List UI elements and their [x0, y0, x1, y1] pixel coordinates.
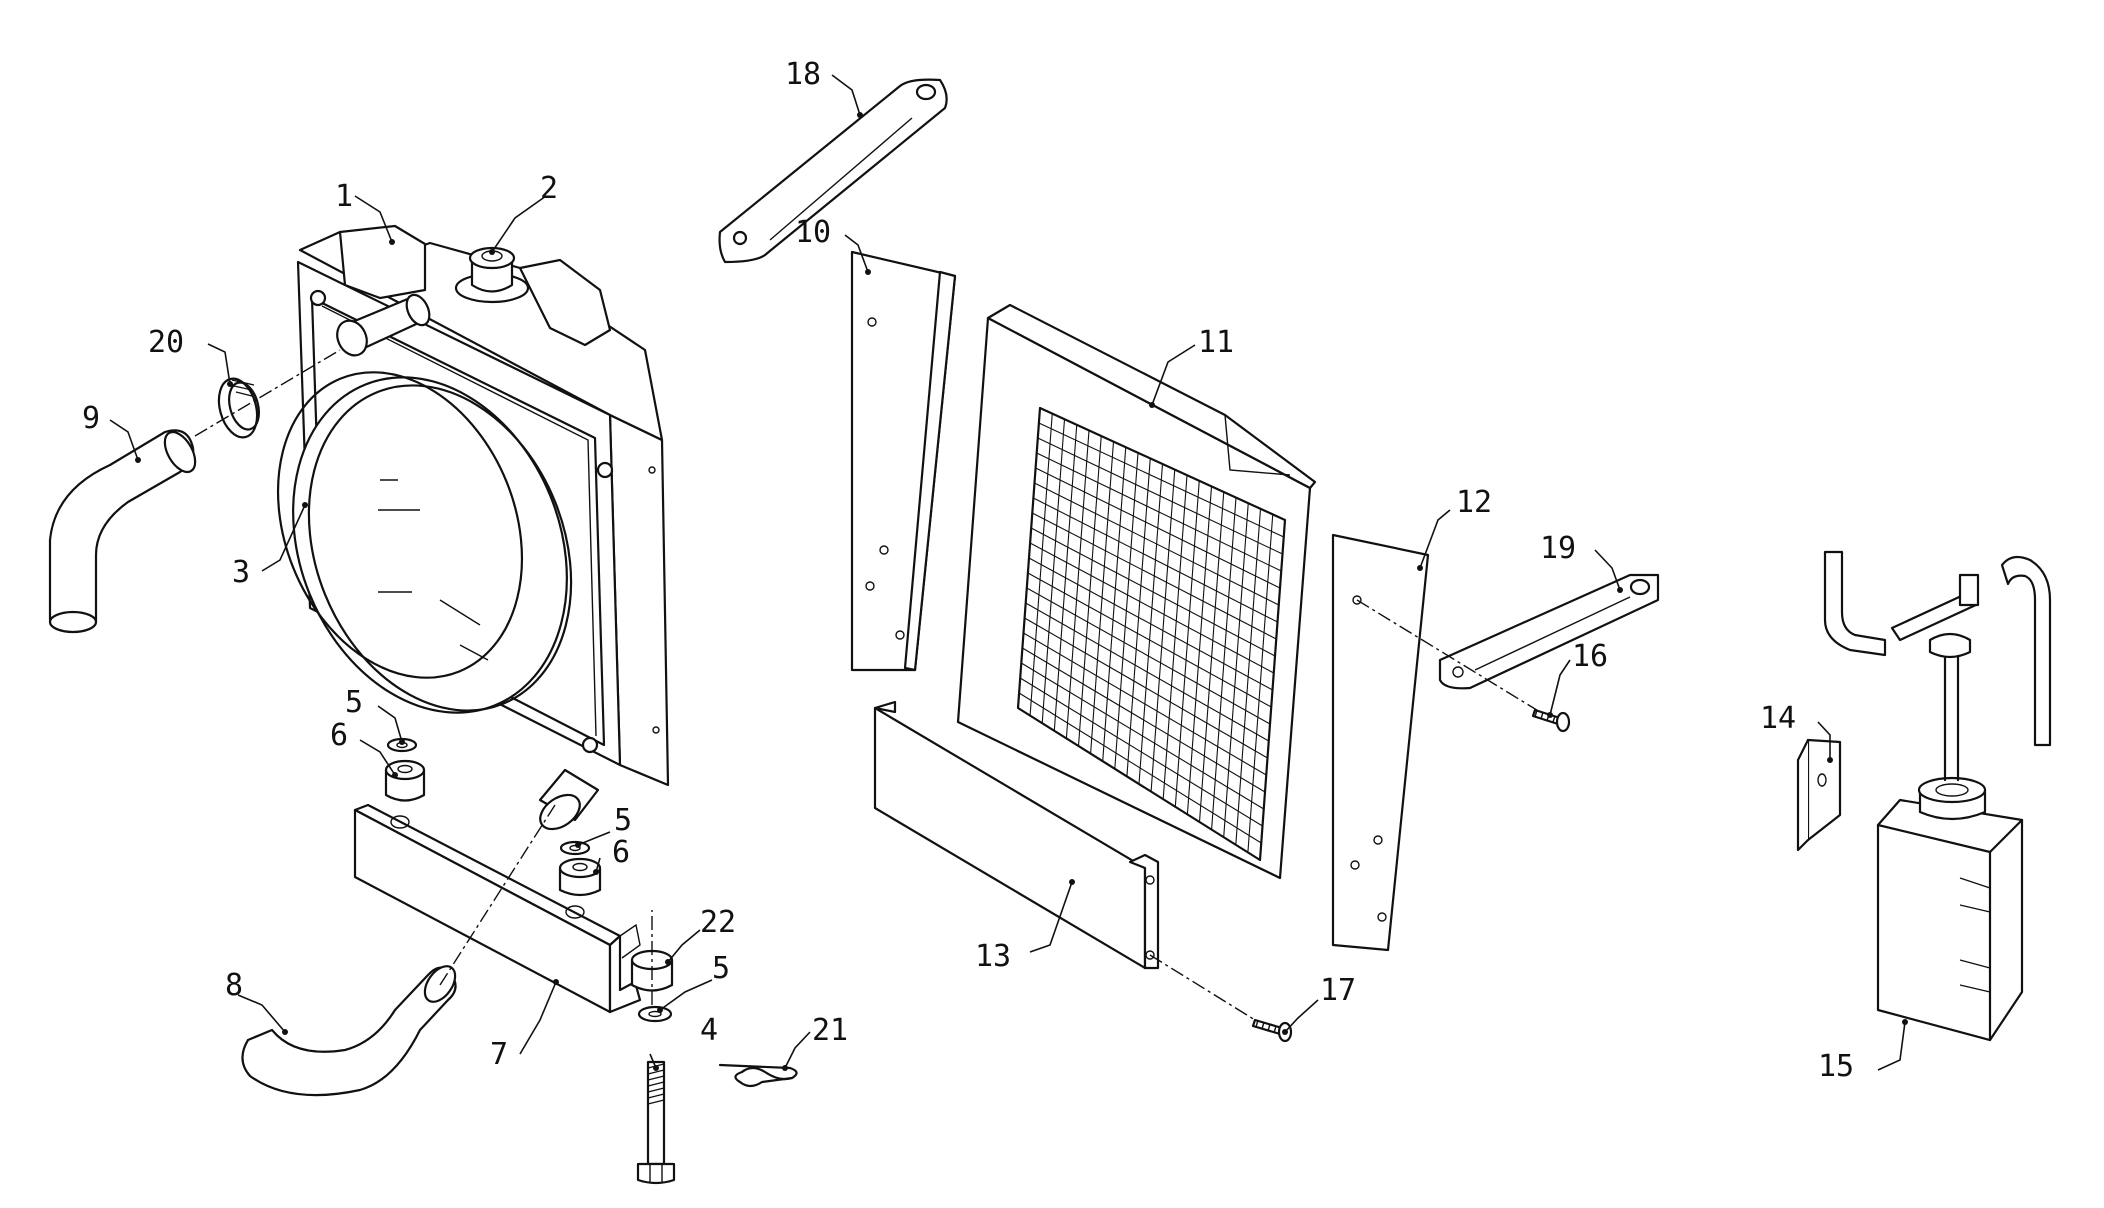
mesh-line: [1235, 508, 1262, 845]
mesh-line: [1019, 677, 1263, 827]
mesh-line: [1018, 692, 1262, 844]
screw-lower: [1251, 1018, 1293, 1043]
callout-13: 13: [975, 939, 1011, 974]
callout-11: 11: [1198, 325, 1234, 360]
mount-bracket: [353, 803, 642, 1014]
mesh-line: [1028, 557, 1273, 691]
lower-hose: [241, 965, 457, 1097]
callout-8: 8: [225, 968, 243, 1003]
right-side-panel: [1331, 533, 1430, 952]
callout-5-lower: 5: [712, 951, 730, 986]
upper-hose: [48, 429, 197, 634]
mesh-line: [1025, 602, 1270, 742]
bolt: [636, 1060, 676, 1185]
callout-17: 17: [1320, 973, 1356, 1008]
mesh-line: [1174, 480, 1200, 807]
centerlines: [194, 349, 1541, 1021]
mesh-line: [1150, 469, 1176, 792]
bottom-panel: [873, 700, 1160, 970]
callout-12: 12: [1456, 485, 1492, 520]
overflow-hose: [1823, 550, 2052, 747]
left-side-panel: [850, 250, 957, 672]
mesh-line: [1023, 632, 1267, 776]
spacer-upper: [384, 759, 426, 802]
callout-leaders: [109, 74, 1908, 1071]
mesh-line: [1024, 617, 1268, 759]
callout-15: 15: [1818, 1049, 1854, 1084]
callout-6-middle: 6: [612, 835, 630, 870]
callout-3: 3: [232, 555, 250, 590]
hairpin-clip: [718, 1063, 798, 1088]
fan-shroud: [276, 371, 573, 714]
callout-14: 14: [1760, 701, 1796, 736]
mesh-line: [1021, 662, 1265, 810]
spacer-middle: [558, 857, 602, 897]
callout-18: 18: [785, 57, 821, 92]
radiator-cap: [454, 246, 530, 304]
mesh-line: [1247, 514, 1274, 853]
lower-strap: [1438, 573, 1660, 690]
callout-10: 10: [795, 215, 831, 250]
mesh-line: [1198, 491, 1225, 823]
coolant-reservoir: [1876, 632, 2024, 1042]
callout-5-middle: 5: [614, 803, 632, 838]
callout-9: 9: [82, 401, 100, 436]
callout-7: 7: [490, 1037, 508, 1072]
grille-screen: [956, 303, 1317, 880]
callout-21: 21: [812, 1013, 848, 1048]
callout-4: 4: [700, 1013, 718, 1048]
reservoir-bracket: [1796, 738, 1842, 852]
callout-16: 16: [1572, 639, 1608, 674]
mesh-line: [1162, 475, 1188, 800]
callout-2: 2: [540, 171, 558, 206]
callout-1: 1: [335, 179, 353, 214]
mesh-line: [1026, 587, 1271, 725]
hose-clamp: [217, 377, 260, 439]
callout-labels: 1 2 3 4 5 5 5 6 6 7 8 9 10 11 12 13 14 1…: [82, 57, 1854, 1084]
callout-6-upper: 6: [330, 718, 348, 753]
mesh-line: [1211, 497, 1237, 830]
callout-5-upper: 5: [345, 685, 363, 720]
washer-middle: [559, 840, 591, 856]
mesh-line: [1027, 572, 1272, 708]
washer-lower: [637, 1005, 673, 1023]
callout-20: 20: [148, 325, 184, 360]
screw-upper: [1531, 708, 1571, 733]
callout-22: 22: [700, 905, 736, 940]
mesh-line: [1022, 647, 1266, 793]
upper-strap: [718, 78, 948, 264]
callout-19: 19: [1540, 531, 1576, 566]
mesh-line: [1223, 503, 1249, 838]
mesh-line: [1186, 486, 1213, 815]
